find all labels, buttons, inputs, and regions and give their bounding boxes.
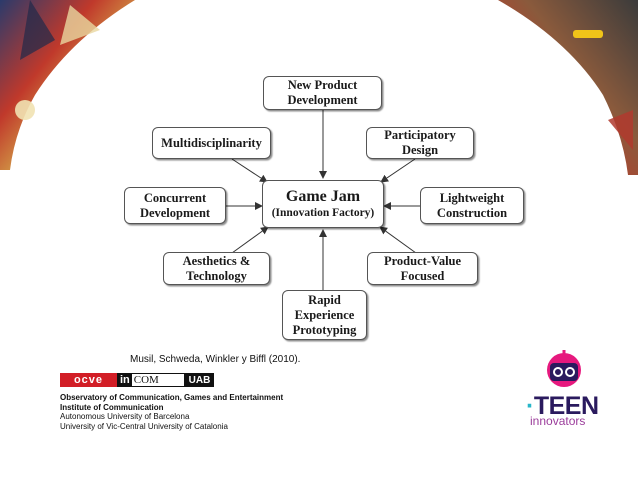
node-new-product-development: New Product Development (263, 76, 382, 110)
institution-block: Observatory of Communication, Games and … (60, 393, 283, 431)
top-right-corner-artwork (498, 0, 638, 175)
top-left-corner-artwork (0, 0, 135, 170)
teen-logo-word: ·TEEN (526, 392, 599, 420)
node-participatory-design: Participatory Design (366, 127, 474, 159)
incom-logo: in COM (117, 373, 185, 387)
node-game-jam-center: Game Jam (Innovation Factory) (262, 180, 384, 228)
arrow-top-left (231, 158, 268, 183)
uab-logo: UAB (185, 373, 214, 387)
institution-uvic: University of Vic-Central University of … (60, 421, 228, 431)
arrow-bottom-left (231, 226, 269, 254)
teen-logo-subtitle: innovators (530, 414, 586, 428)
arrow-bottom-right (379, 226, 417, 254)
node-lightweight-construction: Lightweight Construction (420, 187, 524, 224)
arrow-top-right (380, 158, 416, 183)
institution-uab: Autonomous University of Barcelona (60, 412, 190, 422)
institution-observatory: Observatory of Communication, Games and … (60, 393, 284, 402)
partner-logos: ocve in COM UAB (60, 373, 214, 387)
citation-text: Musil, Schweda, Winkler y Biffl (2010). (130, 354, 301, 365)
institution-institute: Institute of Communication (60, 402, 164, 412)
node-aesthetics-technology: Aesthetics & Technology (163, 252, 270, 285)
node-multidisciplinarity: Multidisciplinarity (152, 127, 271, 159)
robot-icon (547, 350, 581, 387)
node-concurrent-development: Concurrent Development (124, 187, 226, 224)
node-rapid-experience-prototyping: Rapid Experience Prototyping (282, 290, 367, 340)
node-product-value-focused: Product-Value Focused (367, 252, 478, 285)
ocve-logo: ocve (60, 373, 117, 387)
